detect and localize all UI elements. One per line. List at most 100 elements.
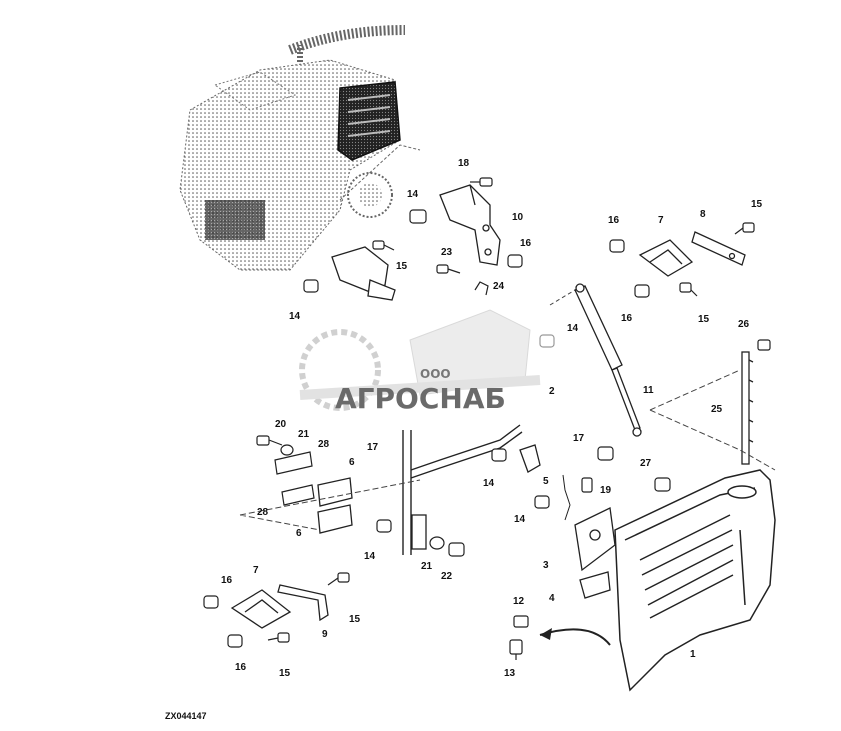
plate-8	[691, 231, 746, 266]
watermark-brand: АГРОСНАБ	[335, 382, 506, 415]
bolt-15-bottom-a	[327, 572, 350, 586]
washer-21	[429, 536, 445, 550]
label-part-14-a: 14	[407, 189, 419, 200]
bolt-15-top-right	[734, 222, 755, 235]
washer-21-left	[280, 444, 294, 456]
label-part-8: 8	[700, 209, 706, 220]
nut-27	[654, 477, 671, 492]
assembly-line-left	[239, 479, 421, 531]
machine-overview-illustration	[179, 25, 421, 271]
label-part-17-a: 17	[367, 442, 379, 453]
bolt-26	[757, 339, 771, 351]
nut-14-mid-b	[534, 495, 550, 509]
label-part-15-a: 15	[396, 261, 408, 272]
nut-14-lower	[303, 279, 319, 293]
label-part-13: 13	[504, 668, 516, 679]
label-part-14-f: 14	[364, 551, 376, 562]
label-part-6-lower: 6	[296, 528, 302, 539]
label-part-4: 4	[549, 593, 555, 604]
label-part-14-d: 14	[483, 478, 495, 489]
hinge-plate-left	[411, 514, 427, 550]
label-part-2: 2	[549, 386, 555, 397]
shim-28-lower	[281, 484, 315, 506]
label-part-5: 5	[543, 476, 549, 487]
nut-14-ghost	[539, 334, 555, 348]
pad-6-upper	[317, 477, 353, 507]
shim-28-upper	[274, 451, 313, 475]
figure-code: ZX044147	[165, 711, 207, 721]
label-part-20: 20	[275, 419, 287, 430]
bracket-7-top	[638, 239, 694, 277]
cable-5	[562, 474, 571, 521]
bolt-15-bottom-b	[267, 632, 290, 643]
hinge-bracket-lower	[331, 246, 396, 301]
label-part-16-c: 16	[621, 313, 633, 324]
label-part-28-b: 28	[257, 507, 269, 518]
frame-rod-2	[402, 424, 523, 555]
nut-17	[597, 446, 614, 461]
label-part-21-b: 21	[421, 561, 433, 572]
label-part-15-d: 15	[349, 614, 361, 625]
watermark-logo	[299, 309, 541, 411]
bolt-19	[581, 477, 593, 493]
striker-4	[579, 571, 611, 599]
label-part-12: 12	[513, 596, 525, 607]
label-part-25: 25	[711, 404, 723, 415]
bolt-12	[513, 615, 529, 628]
label-part-26: 26	[738, 319, 750, 330]
label-part-27: 27	[640, 458, 652, 469]
label-part-15-c: 15	[698, 314, 710, 325]
hinge-bracket-10	[439, 184, 501, 266]
label-part-14-b: 14	[289, 311, 301, 322]
nut-16-bottom-b	[227, 634, 243, 648]
watermark-prefix: ООО	[420, 367, 451, 381]
label-part-1: 1	[690, 649, 696, 660]
label-part-7-bottom: 7	[253, 565, 259, 576]
label-part-19: 19	[600, 485, 612, 496]
label-part-17-b: 17	[573, 433, 585, 444]
label-part-11: 11	[643, 385, 654, 396]
latch-3	[574, 507, 616, 572]
nut-14-mid-c	[376, 519, 392, 533]
nut-16-top-right	[609, 239, 625, 253]
bracket-7-bottom	[230, 589, 292, 629]
clip-24	[474, 281, 489, 296]
side-door-panel-1	[614, 469, 776, 692]
label-part-15-b: 15	[751, 199, 763, 210]
label-part-9: 9	[322, 629, 328, 640]
label-part-16-d: 16	[221, 575, 233, 586]
nut-14-mid-a	[491, 448, 507, 462]
nut-16-top	[507, 254, 523, 268]
label-part-14-e: 14	[514, 514, 526, 525]
arrow-head	[540, 628, 552, 640]
label-part-23: 23	[441, 247, 453, 258]
label-part-22: 22	[441, 571, 453, 582]
nut-22	[448, 542, 465, 557]
label-part-7-top: 7	[658, 215, 664, 226]
nut-14-top	[409, 209, 427, 224]
rail-25	[741, 351, 754, 465]
part-labels: 1 2 3 4 5 6 6 7 7 8 9 10 11 12 13 14 14 …	[221, 158, 763, 679]
nut-16-mid-right	[634, 284, 650, 298]
pad-6-lower	[317, 504, 353, 534]
label-part-14-c: 14	[567, 323, 579, 334]
label-part-10: 10	[512, 212, 524, 223]
bolt-18	[470, 177, 493, 187]
label-part-15-e: 15	[279, 668, 291, 679]
nut-16-bottom-a	[203, 595, 219, 609]
label-part-16-b: 16	[608, 215, 620, 226]
label-part-18: 18	[458, 158, 470, 169]
bolt-15-upper	[372, 240, 395, 251]
plate-9	[277, 584, 329, 622]
label-part-3: 3	[543, 560, 549, 571]
label-part-28-a: 28	[318, 439, 330, 450]
label-part-6-upper: 6	[349, 457, 355, 468]
bolt-20	[256, 435, 283, 446]
label-part-16-a: 16	[520, 238, 532, 249]
label-part-16-e: 16	[235, 662, 247, 673]
stud-13	[509, 639, 523, 660]
bolt-15-mid-right	[679, 282, 698, 297]
label-part-21-a: 21	[298, 429, 310, 440]
gas-strut-11	[574, 283, 642, 437]
